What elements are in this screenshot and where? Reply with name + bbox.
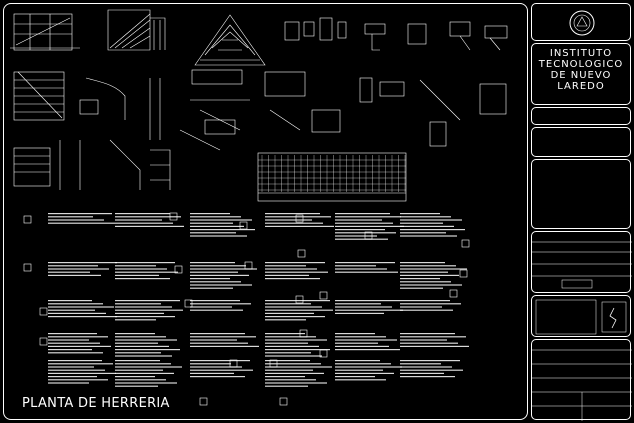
detail-section-topleft [10,13,80,51]
title-block-field-owner [531,127,631,157]
drawing-sheet-frame [3,3,528,420]
title-block-field-project [531,107,631,125]
details-row-middle [179,69,507,151]
title-block-sheet-lines [532,349,632,421]
detail-stair-isometric [107,9,166,51]
detail-ramp-elevation [194,14,266,66]
institution-line-4: LAREDO [557,81,605,92]
institution-line-3: DE NUEVO [550,70,612,81]
institution-line-1: INSTITUTO [549,48,613,59]
title-block-data-lines [532,241,632,289]
facade-elevation [257,152,407,202]
title-block: INSTITUTO TECNOLOGICO DE NUEVO LAREDO [531,3,632,421]
institution-name-box: INSTITUTO TECNOLOGICO DE NUEVO LAREDO [531,43,631,105]
drawing-title: PLANTA DE HERRERIA [22,396,170,411]
title-block-field-sheet-info [531,339,632,421]
institution-line-2: TECNOLOGICO [538,59,624,70]
logo-box [531,3,631,41]
title-block-field-data [531,231,632,293]
institution-seal-icon [569,10,595,36]
title-block-field-notes [531,159,631,229]
north-arrow-icon [535,299,627,335]
title-block-field-north [531,295,631,337]
details-row-lower-left [13,139,171,190]
details-row-top [284,17,508,51]
detail-plan-grid [13,71,161,140]
